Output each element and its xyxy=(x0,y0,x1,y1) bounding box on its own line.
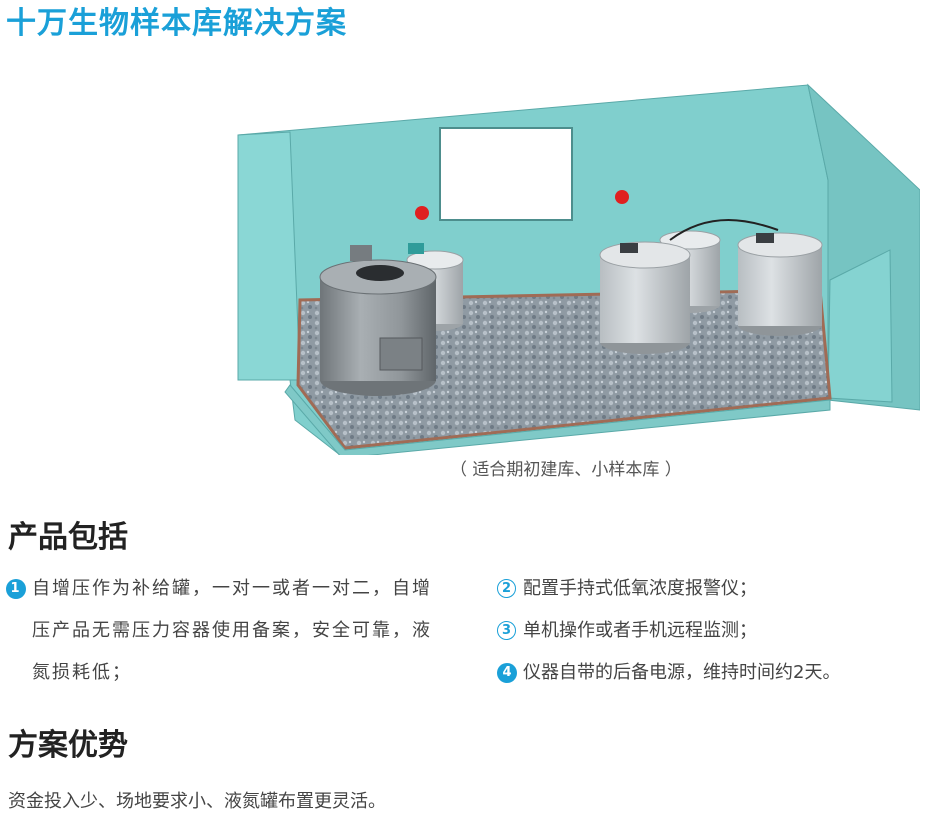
product-item-text: 自增压作为补给罐，一对一或者一对二，自增压产品无需压力容器使用备案，安全可靠，液… xyxy=(32,578,432,683)
advantages-text: 资金投入少、场地要求小、液氮罐布置更灵活。 xyxy=(8,791,386,812)
product-item: 3 单机操作或者手机远程监测； xyxy=(497,610,917,652)
number-badge: 4 xyxy=(497,663,517,683)
number-badge: 3 xyxy=(497,621,516,640)
number-badge: 2 xyxy=(497,579,516,598)
product-item-text: 配置手持式低氧浓度报警仪； xyxy=(523,578,757,599)
product-item: 4 仪器自带的后备电源，维持时间约2天。 xyxy=(497,652,917,694)
product-item: 2 配置手持式低氧浓度报警仪； xyxy=(497,568,917,610)
product-item-text: 单机操作或者手机远程监测； xyxy=(523,620,757,641)
alarm-light xyxy=(615,190,629,204)
page-title: 十万生物样本库解决方案 xyxy=(6,6,347,41)
tank xyxy=(319,245,437,396)
window xyxy=(439,127,573,221)
illustration-caption: （ 适合期初建库、小样本库 ） xyxy=(450,460,682,480)
advantages-heading: 方案优势 xyxy=(8,728,128,763)
tank xyxy=(599,241,691,354)
room-illustration xyxy=(237,83,920,455)
product-item: 1 自增压作为补给罐，一对一或者一对二，自增压产品无需压力容器使用备案，安全可靠… xyxy=(6,568,446,694)
tank xyxy=(737,232,823,336)
product-item-text: 仪器自带的后备电源，维持时间约2天。 xyxy=(523,662,841,683)
alarm-light xyxy=(415,206,429,220)
number-badge: 1 xyxy=(6,579,26,599)
products-heading: 产品包括 xyxy=(8,520,128,555)
